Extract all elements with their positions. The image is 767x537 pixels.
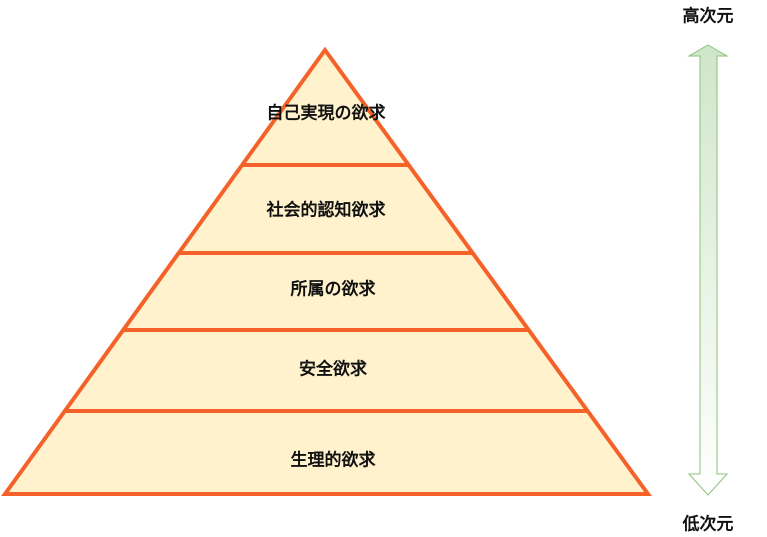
axis-bottom-label: 低次元 (682, 514, 734, 535)
level-esteem: 社会的認知欲求 (266, 200, 386, 221)
level-self-actualization: 自己実現の欲求 (266, 103, 386, 124)
double-arrow-icon (687, 44, 729, 496)
level-safety: 安全欲求 (299, 359, 367, 380)
level-physiological: 生理的欲求 (290, 450, 376, 471)
axis-top-label: 高次元 (682, 6, 734, 27)
level-belonging: 所属の欲求 (290, 279, 376, 300)
pyramid-shape (1, 46, 652, 496)
